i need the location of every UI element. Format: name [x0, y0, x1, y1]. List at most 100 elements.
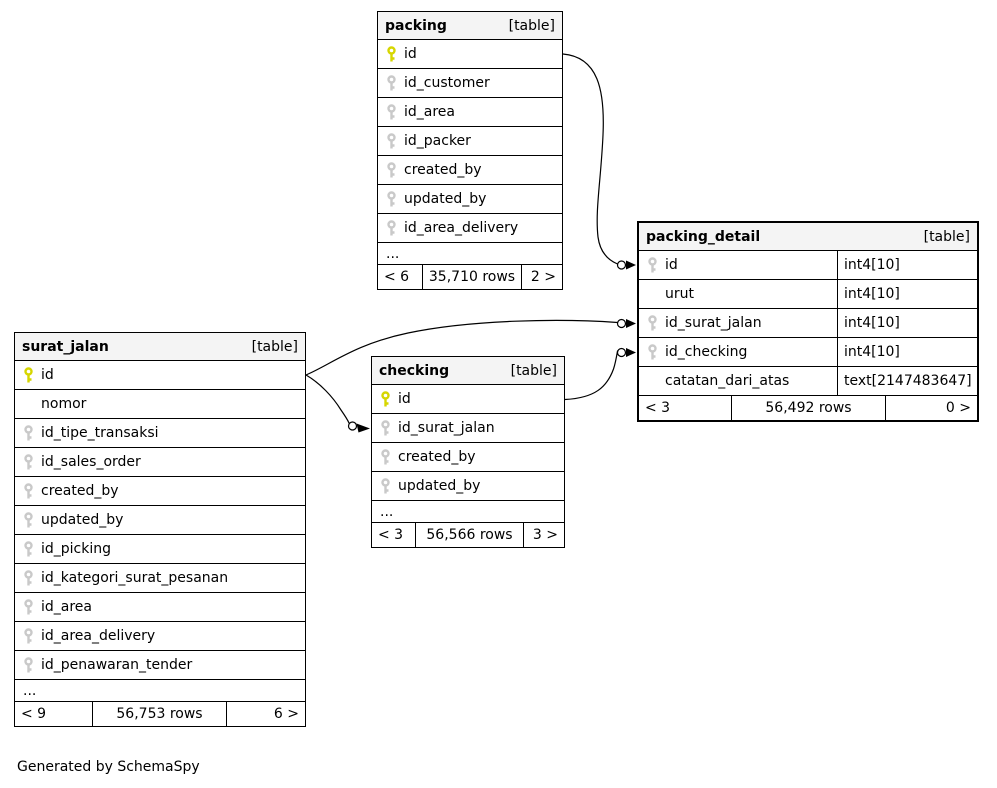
foreign-key-icon — [380, 477, 391, 495]
column-row: id_area — [15, 593, 305, 622]
table-packing-detail-header[interactable]: packing_detail [table] — [639, 223, 977, 251]
table-packing-detail[interactable]: packing_detail [table] id int4[10] urut … — [637, 221, 979, 422]
primary-key-icon — [23, 366, 34, 384]
primary-key-icon — [386, 45, 397, 63]
column-row: id_picking — [15, 535, 305, 564]
row-count: 35,710 rows — [423, 265, 522, 289]
table-footer: < 9 56,753 rows 6 > — [15, 702, 305, 726]
table-footer: < 6 35,710 rows 2 > — [378, 265, 562, 289]
table-checking[interactable]: checking [table] id id_surat_jalan creat… — [371, 356, 565, 548]
column-name: created_by — [404, 162, 482, 178]
row-count: 56,566 rows — [416, 523, 524, 547]
table-type-label: [table] — [508, 17, 555, 34]
column-name: id_tipe_transaksi — [41, 425, 159, 441]
more-columns-ellipsis: ... — [378, 243, 562, 265]
foreign-key-icon — [380, 419, 391, 437]
table-checking-header[interactable]: checking [table] — [372, 357, 564, 385]
table-type-label: [table] — [251, 338, 298, 355]
more-columns-ellipsis: ... — [372, 501, 564, 523]
column-name: id_area — [41, 599, 92, 615]
foreign-key-icon — [380, 448, 391, 466]
column-name: updated_by — [404, 191, 487, 207]
column-row: id_area — [378, 98, 562, 127]
table-packing[interactable]: packing [table] id id_customer id_area i… — [377, 11, 563, 290]
column-row: id_sales_order — [15, 448, 305, 477]
column-name: created_by — [398, 449, 476, 465]
table-type-label: [table] — [510, 362, 557, 379]
table-type-label: [table] — [923, 228, 970, 245]
column-name: created_by — [41, 483, 119, 499]
column-row: id_penawaran_tender — [15, 651, 305, 680]
column-row: updated_by — [378, 185, 562, 214]
column-row: id_tipe_transaksi — [15, 419, 305, 448]
column-row: id_customer — [378, 69, 562, 98]
related-out-count: 2 > — [530, 269, 556, 285]
column-row: created_by — [378, 156, 562, 185]
column-row: catatan_dari_atas text[2147483647] — [639, 367, 977, 396]
column-row: id_area_delivery — [378, 214, 562, 243]
foreign-key-icon — [386, 74, 397, 92]
table-packing-header[interactable]: packing [table] — [378, 12, 562, 40]
column-row: created_by — [15, 477, 305, 506]
table-surat-jalan[interactable]: surat_jalan [table] id nomor id_tipe_tra… — [14, 332, 306, 727]
foreign-key-icon — [386, 132, 397, 150]
foreign-key-icon — [647, 343, 658, 361]
foreign-key-icon — [647, 314, 658, 332]
column-name: urut — [665, 286, 694, 302]
column-name: id_penawaran_tender — [41, 657, 193, 673]
relationship-packing-id-to-packing-detail-id — [562, 53, 636, 270]
column-name: id_customer — [404, 75, 490, 91]
relationship-surat-jalan-id-to-checking-id-surat-jalan — [305, 374, 370, 433]
table-surat-jalan-header[interactable]: surat_jalan [table] — [15, 333, 305, 361]
column-name: id_kategori_surat_pesanan — [41, 570, 229, 586]
column-row: id — [372, 385, 564, 414]
row-count: 56,753 rows — [93, 702, 227, 726]
row-count: 56,492 rows — [732, 396, 886, 420]
foreign-key-icon — [23, 424, 34, 442]
foreign-key-icon — [23, 569, 34, 587]
table-name: checking — [379, 362, 450, 379]
related-out-count: 0 > — [945, 400, 971, 416]
table-name: packing_detail — [646, 228, 761, 245]
foreign-key-icon — [23, 540, 34, 558]
column-name: id_surat_jalan — [398, 420, 495, 436]
column-name: id_sales_order — [41, 454, 141, 470]
related-in-count: < 6 — [378, 265, 423, 289]
foreign-key-icon — [23, 627, 34, 645]
related-in-count: < 3 — [639, 396, 732, 420]
column-row: id_surat_jalan int4[10] — [639, 309, 977, 338]
column-name: updated_by — [41, 512, 124, 528]
column-name: id — [398, 391, 411, 407]
related-out-count: 3 > — [532, 527, 558, 543]
foreign-key-icon — [386, 190, 397, 208]
column-row: urut int4[10] — [639, 280, 977, 309]
related-in-count: < 3 — [372, 523, 416, 547]
column-name: id — [41, 367, 54, 383]
column-name: id — [665, 257, 678, 273]
foreign-key-icon — [386, 103, 397, 121]
relationship-checking-id-to-packing-detail-id-checking — [564, 347, 636, 401]
column-row: id — [378, 40, 562, 69]
column-row: id_area_delivery — [15, 622, 305, 651]
column-row: id_surat_jalan — [372, 414, 564, 443]
related-in-count: < 9 — [15, 702, 93, 726]
column-name: nomor — [41, 396, 87, 412]
column-row: nomor — [15, 390, 305, 419]
column-row: id_checking int4[10] — [639, 338, 977, 367]
related-out-count: 6 > — [273, 706, 299, 722]
table-name: packing — [385, 17, 447, 34]
foreign-key-icon — [23, 598, 34, 616]
column-row: id int4[10] — [639, 251, 977, 280]
foreign-key-icon — [386, 219, 397, 237]
column-name: id_area_delivery — [404, 220, 519, 236]
generated-by-note: Generated by SchemaSpy — [17, 759, 200, 775]
column-type: int4[10] — [837, 338, 977, 366]
foreign-key-icon — [23, 511, 34, 529]
column-type: int4[10] — [837, 309, 977, 337]
column-name: updated_by — [398, 478, 481, 494]
column-type: text[2147483647] — [837, 367, 977, 395]
column-name: id_packer — [404, 133, 471, 149]
column-row: id_packer — [378, 127, 562, 156]
foreign-key-icon — [23, 482, 34, 500]
